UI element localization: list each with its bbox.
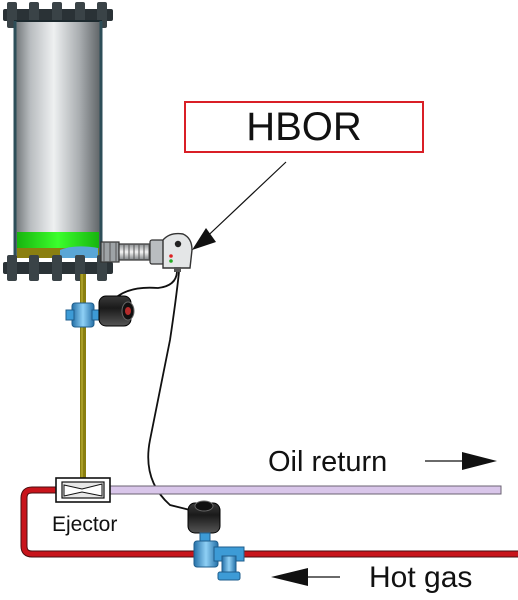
hbor-sensor-head: [162, 232, 193, 269]
sensor-wire-lower: [147, 271, 191, 511]
upper-valve-body: [71, 302, 95, 328]
hbor-callout-arrow: [196, 161, 287, 247]
ejector-icon: [55, 477, 111, 503]
hbor-label: HBOR: [246, 104, 362, 149]
hbor-sensor-assembly: [100, 232, 193, 272]
oil-return-label: Oil return: [268, 446, 388, 478]
hbor-callout-arrowhead: [192, 228, 216, 250]
lower-solenoid-valve: [187, 500, 245, 581]
oil-return-pipe: [105, 485, 502, 495]
oil-level: [17, 232, 99, 248]
ejector-label: Ejector: [52, 513, 118, 536]
upper-solenoid-valve: [65, 295, 135, 328]
vessel-shell: [14, 20, 102, 258]
hbor-callout-box: HBOR: [184, 101, 424, 153]
hot-gas-label: Hot gas: [369, 561, 473, 594]
receiver-vessel: [3, 2, 113, 281]
oil-drain-line: [80, 274, 86, 484]
sensor-wire-upper: [111, 271, 178, 303]
